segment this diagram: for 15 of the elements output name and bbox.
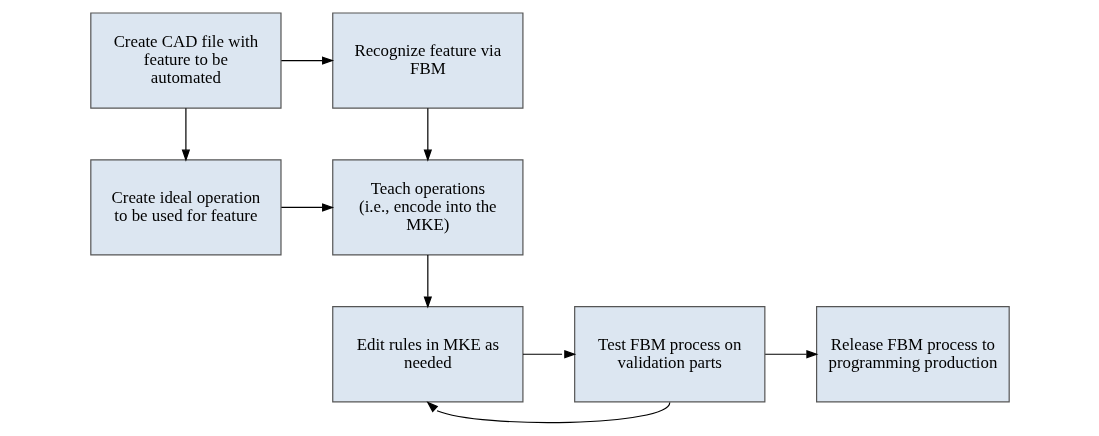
arrow: [423, 254, 432, 309]
arrow: [181, 107, 190, 162]
node-box: Teach operations (i.e., encode into the MKE): [331, 159, 523, 256]
node-box: Edit rules in MKE as needed: [331, 306, 523, 403]
arrow: [521, 350, 576, 359]
arrow: [423, 107, 432, 162]
arrow: [426, 401, 670, 424]
arrow: [280, 203, 334, 212]
node-box: Create ideal operation to be used for feature: [89, 159, 282, 256]
node-box: Create CAD file with feature to be automated: [89, 12, 282, 109]
node-box: Recognize feature via FBM: [331, 12, 523, 109]
node-box: Test FBM process on validation parts: [573, 306, 765, 403]
arrow: [764, 350, 818, 359]
node-box: Release FBM process to programming production: [815, 306, 1010, 403]
arrow: [280, 56, 334, 65]
